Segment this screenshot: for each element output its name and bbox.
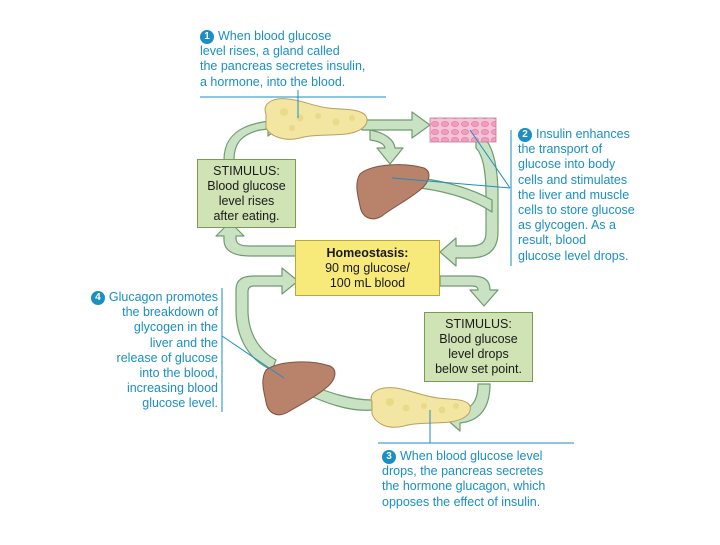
homeostasis-line-2: 100 mL blood [329, 275, 406, 290]
callout-3-line-4: opposes the effect of insulin. [382, 494, 541, 509]
stimulus-drop-line-1: Blood glucose [439, 332, 518, 346]
callout-1-line-2: level rises, a gland called [200, 44, 340, 59]
callout-1-line-3: the pancreas secretes insulin, [200, 59, 366, 74]
stimulus-rise-line-2: level rises [218, 193, 275, 208]
stimulus-drop-line-3: below set point. [435, 362, 522, 376]
arrow-homeostasis-to-stimulus-rise [215, 221, 297, 257]
body-cells-icon [429, 117, 497, 143]
callout-3: 3 When blood glucose level drops, the pan… [382, 449, 545, 510]
homeostasis-box: Homeostasis: 90 mg glucose/ 100 mL blood [295, 240, 440, 296]
callout-2-line-8: result, blood [518, 233, 587, 248]
upper-loop-arrows [215, 111, 499, 267]
pancreas-icon [370, 387, 471, 428]
callout-2-line-3: glucose into body [518, 157, 616, 172]
callout-2-number: 2 [518, 128, 532, 142]
callout-4-line-2: the breakdown of [122, 305, 218, 320]
arrow-homeostasis-to-stimulus-drop [439, 275, 499, 307]
callout-2-line-5: the liver and muscle [518, 187, 630, 202]
liver-icon [262, 361, 336, 416]
stimulus-drop-line-2: level drops [448, 347, 509, 361]
stimulus-rise-label: STIMULUS: [213, 163, 280, 178]
callout-2-line-1: Insulin enhances [536, 127, 630, 141]
callout-leader-lines [200, 90, 574, 444]
callout-2-line-4: cells and stimulates [518, 172, 628, 187]
leader-line-2a [469, 129, 511, 189]
stimulus-rise-line-3: after eating. [213, 208, 280, 223]
callout-4-line-8: glucose level. [142, 396, 218, 411]
callout-2-line-7: as glycogen. As a [518, 218, 616, 233]
callout-2-line-6: cells to store glucose [518, 203, 635, 218]
stimulus-drop-label: STIMULUS: [445, 317, 512, 331]
callout-4-line-1: Glucagon promotes [108, 290, 218, 304]
callout-4-line-4: liver and the [149, 335, 218, 350]
callout-1: 1 When blood glucose level rises, a gland… [200, 29, 365, 90]
liver-icon [356, 164, 430, 220]
callout-4-line-3: glycogen in the [133, 320, 218, 335]
callout-4-line-5: release of glucose [116, 350, 218, 365]
callout-4-number: 4 [90, 291, 105, 305]
leader-line-2b [391, 177, 511, 189]
leader-line-4 [221, 335, 285, 379]
arrow-liver-to-channel [419, 177, 493, 213]
homeostasis-line-1: 90 mg glucose/ [325, 260, 410, 275]
stimulus-rise-box: STIMULUS: Blood glucose level rises afte… [197, 159, 296, 228]
callout-3-line-3: the hormone glucagon, which [382, 479, 546, 494]
callout-2-line-9: glucose level drops. [518, 248, 629, 263]
callout-4-line-6: into the blood, [139, 366, 218, 381]
stimulus-rise-line-1: Blood glucose [207, 178, 286, 193]
callout-3-line-1: When blood glucose level [400, 449, 543, 463]
callout-2-line-2: the transport of [518, 142, 603, 157]
stimulus-drop-box: STIMULUS: Blood glucose level drops belo… [424, 312, 533, 382]
callout-4-line-7: increasing blood [126, 381, 218, 396]
callout-1-number: 1 [200, 30, 214, 44]
arrow-pancreas-to-liver [369, 129, 404, 165]
homeostasis-title: Homeostasis: [326, 245, 409, 260]
callout-2: 2 Insulin enhances the transport of gluco… [518, 127, 635, 264]
arrow-liver-to-homeostasis [235, 267, 299, 371]
pancreas-icon [264, 98, 368, 140]
callout-3-line-2: drops, the pancreas secretes [382, 464, 544, 479]
callout-3-number: 3 [382, 450, 396, 464]
callout-1-line-1: When blood glucose [218, 29, 332, 43]
callout-1-line-4: a hormone, into the blood. [200, 74, 346, 89]
